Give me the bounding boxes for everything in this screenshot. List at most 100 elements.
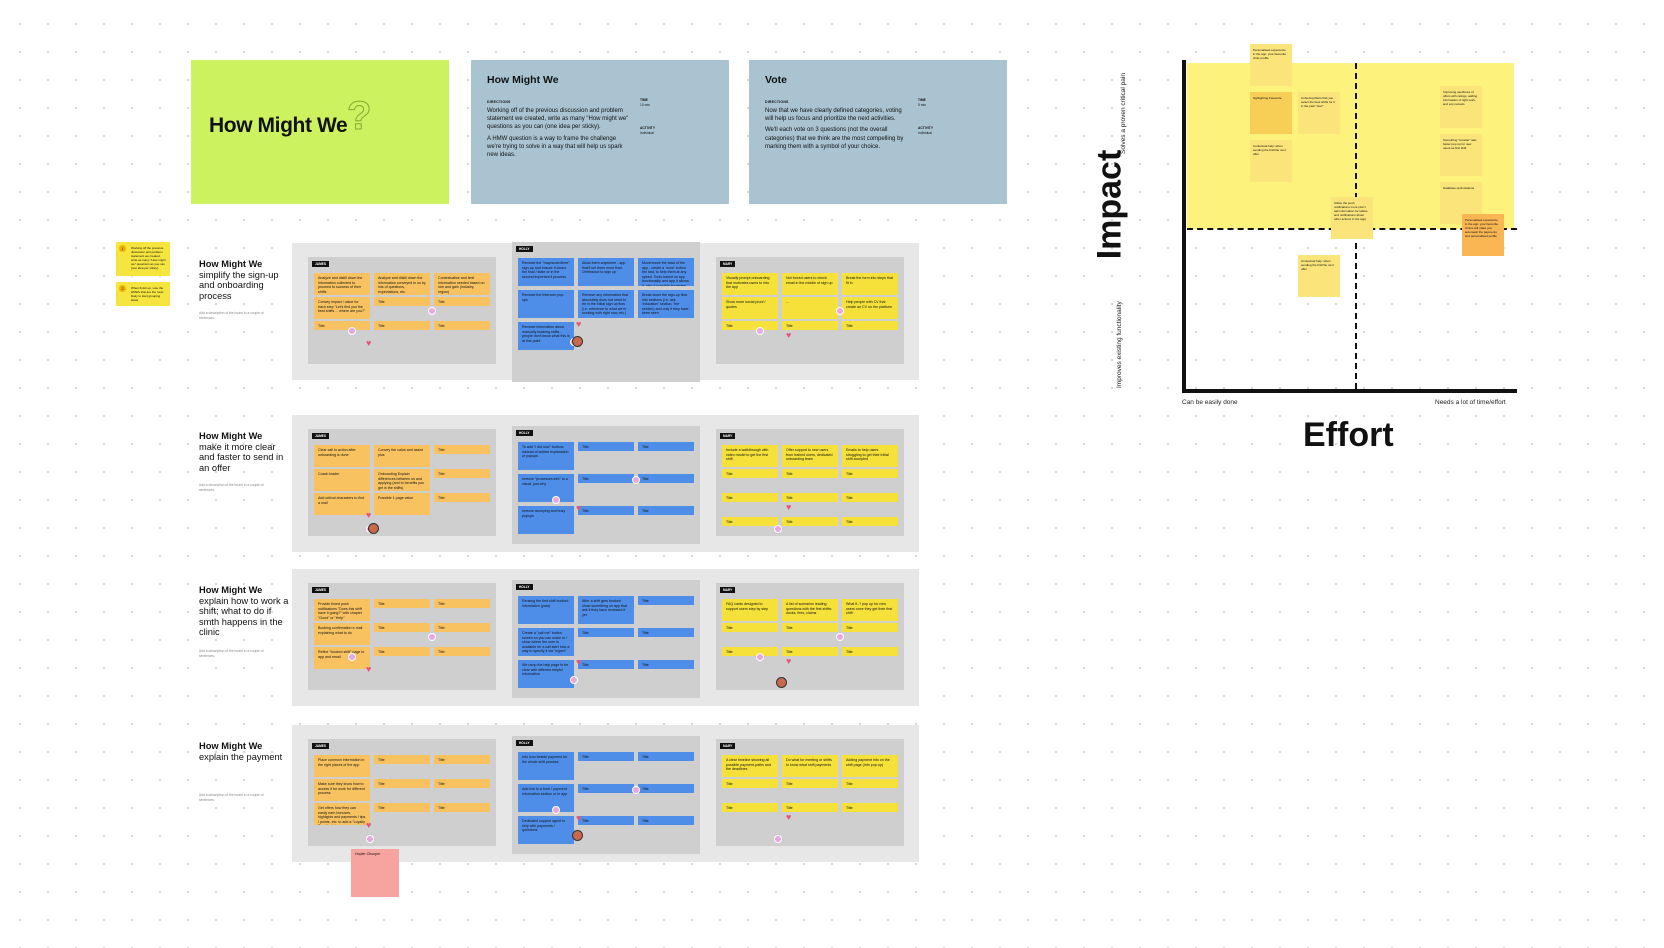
matrix-sticky[interactable]: Contextual help: when sending the first/… <box>1250 140 1292 182</box>
sticky-note[interactable]: Title <box>638 628 694 637</box>
sticky-note[interactable]: Title <box>722 623 778 632</box>
sticky-note[interactable]: Include a walkthrough with video model t… <box>722 445 778 467</box>
sticky-note[interactable]: Break down the sign-up flow into section… <box>638 290 694 318</box>
sticky-note[interactable]: Convey the value and assist plus <box>374 445 430 467</box>
matrix-sticky[interactable]: highlighting Favourite <box>1250 92 1292 134</box>
sticky-note[interactable]: Title <box>434 779 490 788</box>
sticky-note[interactable]: Title <box>722 647 778 656</box>
sticky-note[interactable]: Refine "booked shift" page to app and em… <box>314 647 370 669</box>
matrix-sticky[interactable]: Contextual help: when sending the first/… <box>1298 255 1340 297</box>
sticky-note[interactable]: A clear timeline showing all possible pa… <box>722 755 778 777</box>
sticky-note[interactable]: Help people with CV that create an CV on… <box>842 297 898 319</box>
sticky-note[interactable]: Offer support to new users from trained … <box>782 445 838 467</box>
sticky-note[interactable]: Title <box>578 442 634 451</box>
sticky-note[interactable]: Reusing the first shift booked informati… <box>518 596 574 624</box>
sticky-note[interactable]: After a shift gets booked show something… <box>578 596 634 624</box>
matrix-sticky[interactable]: Unboxing filters that you select the bes… <box>1298 92 1340 134</box>
side-note-2[interactable]: 2 When finish up, vote the HMWs that are… <box>116 282 170 306</box>
sticky-note[interactable]: Break the form into steps that fit in <box>842 273 898 295</box>
sticky-note[interactable]: Title <box>434 803 490 812</box>
sticky-note[interactable]: Title <box>782 469 838 478</box>
matrix-sticky[interactable]: Utilise the push notifications more (don… <box>1331 197 1373 239</box>
sticky-note[interactable]: Title <box>434 647 490 656</box>
hmw-directions-card[interactable]: How Might We DIRECTIONS Working off of t… <box>471 60 729 204</box>
sticky-note[interactable]: Not forced users to check email in the m… <box>782 273 838 295</box>
sticky-note[interactable]: Title <box>638 506 694 515</box>
sticky-note[interactable]: We ramp the help page to be clear with d… <box>518 660 574 688</box>
sticky-note[interactable]: remove "processes info" to a visual, jus… <box>518 474 574 502</box>
sticky-note[interactable]: Title <box>578 784 634 793</box>
sticky-note[interactable]: What if..? pop up for new users once the… <box>842 599 898 621</box>
sticky-note[interactable]: Title <box>782 623 838 632</box>
side-note-1[interactable]: 1 Working off the previous discussion an… <box>116 242 170 276</box>
sticky-note[interactable]: Title <box>842 469 898 478</box>
sticky-note[interactable]: Title <box>578 628 634 637</box>
sticky-note[interactable]: A list of scenarios leading questions wi… <box>782 599 838 621</box>
sticky-note[interactable]: Emails to help users struggling to get t… <box>842 445 898 467</box>
sticky-note[interactable]: FAQ cards designed to support users step… <box>722 599 778 621</box>
sticky-note[interactable]: Title <box>722 517 778 526</box>
sticky-note[interactable]: Title <box>782 647 838 656</box>
sticky-note[interactable]: Title <box>842 647 898 656</box>
sticky-note[interactable]: To add "I did now" buttons instead of wr… <box>518 442 574 470</box>
sticky-note[interactable]: Title <box>782 493 838 502</box>
sticky-note[interactable]: Title <box>434 623 490 632</box>
sticky-note[interactable]: Allow them anywhere - app that'll set th… <box>578 258 634 286</box>
sticky-note[interactable]: Title <box>578 506 634 515</box>
sticky-note[interactable]: Adding payment info on the shift page (I… <box>842 755 898 777</box>
sticky-note[interactable]: Do what for meeting or shifts to know wh… <box>782 755 838 777</box>
sticky-note[interactable]: Title <box>434 599 490 608</box>
sticky-note[interactable]: Title <box>374 647 430 656</box>
sticky-note[interactable]: Title <box>782 517 838 526</box>
sticky-note[interactable]: Title <box>722 469 778 478</box>
how-might-we-title-card[interactable]: How Might We ? <box>191 60 449 204</box>
sticky-note[interactable]: Title <box>434 321 490 330</box>
sticky-note[interactable]: Title <box>782 779 838 788</box>
sticky-note[interactable]: Remove the Intercom pop-ups <box>518 290 574 318</box>
matrix-sticky[interactable]: Personalised experience in the app: your… <box>1250 44 1292 86</box>
sticky-note[interactable]: Remove information about manually bookin… <box>518 322 574 350</box>
sticky-note[interactable]: Title <box>434 445 490 454</box>
sticky-note[interactable]: Title <box>782 321 838 330</box>
sticky-note[interactable]: Title <box>722 803 778 812</box>
sticky-note[interactable]: Add critical characters to find a mail <box>314 493 370 515</box>
sticky-note[interactable]: Title <box>434 493 490 502</box>
sticky-note[interactable]: Contextualise and limit information need… <box>434 273 490 295</box>
sticky-note[interactable]: Title <box>842 321 898 330</box>
sticky-note[interactable]: Clear call to action after onboarding is… <box>314 445 370 467</box>
sticky-note[interactable]: Title <box>434 297 490 306</box>
matrix-sticky[interactable]: Improving use/future of offers with rati… <box>1440 86 1482 128</box>
sticky-note[interactable]: Remove any information that absolutely d… <box>578 290 634 318</box>
sticky-note[interactable]: Title <box>842 779 898 788</box>
sticky-note[interactable]: Dedicated support agent to help with pay… <box>518 816 574 844</box>
sticky-note[interactable]: Title <box>842 517 898 526</box>
sticky-note[interactable]: Onboarding Explain differences between u… <box>374 469 430 491</box>
sticky-note[interactable]: Place common information in the right pl… <box>314 755 370 777</box>
sticky-note[interactable]: Visually prompt onboarding that motivate… <box>722 273 778 295</box>
sticky-note[interactable]: Title <box>842 803 898 812</box>
sticky-note[interactable]: Analyze and distill down the information… <box>374 273 430 295</box>
sticky-note[interactable]: Title <box>374 321 430 330</box>
sticky-note[interactable]: Convey impact / value for each step "Let… <box>314 297 370 319</box>
sticky-note[interactable]: Add link to a form / payment information… <box>518 784 574 812</box>
vote-directions-card[interactable]: Vote DIRECTIONS Now that we have clearly… <box>749 60 1007 204</box>
sticky-note[interactable]: Title <box>638 474 694 483</box>
sticky-note[interactable]: Title <box>638 784 694 793</box>
sticky-note[interactable]: Title <box>578 816 634 825</box>
matrix-sticky[interactable]: Personalised experience in the app: your… <box>1462 214 1504 256</box>
sticky-note[interactable]: Booking confirmation e-mail explaining w… <box>314 623 370 645</box>
sticky-note[interactable]: Title <box>374 803 430 812</box>
sticky-note[interactable]: Title <box>638 752 694 761</box>
sticky-note[interactable]: Title <box>638 816 694 825</box>
sticky-note[interactable]: Provide timed push notifications "Does t… <box>314 599 370 621</box>
